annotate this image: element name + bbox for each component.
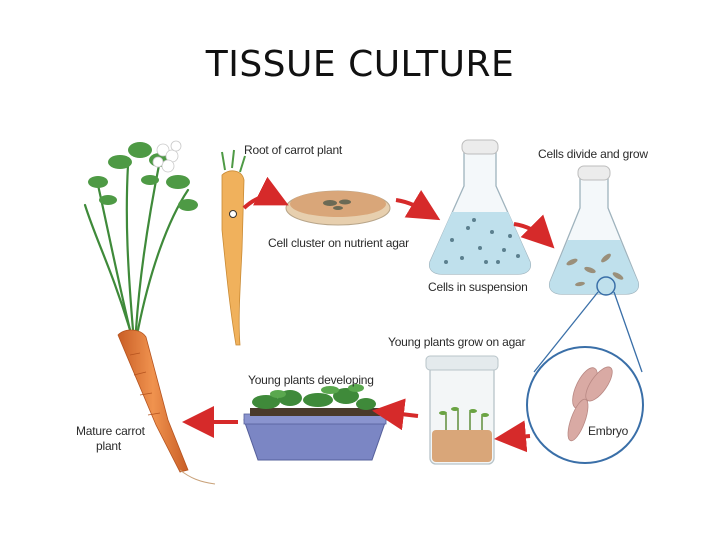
label-suspension: Cells in suspension (428, 280, 528, 294)
label-mature-line2: plant (96, 439, 122, 453)
page-title: TISSUE CULTURE (205, 44, 515, 85)
arrow-root-to-dish (242, 176, 289, 210)
label-embryo: Embryo (588, 424, 629, 438)
arrow-suspension-to-divide (513, 214, 555, 249)
arrow-dish-to-suspension (395, 189, 441, 221)
mature-carrot-plant (83, 140, 216, 485)
label-root: Root of carrot plant (244, 143, 343, 157)
jar-young-plants (425, 355, 499, 465)
label-young-agar: Young plants grow on agar (388, 335, 526, 349)
petri-dish (285, 190, 391, 226)
arrow-jar-to-tray (372, 398, 419, 431)
flask-suspension (428, 139, 532, 275)
tray-young-plants (243, 384, 387, 461)
label-divide-grow: Cells divide and grow (538, 147, 648, 161)
arrow-embryo-to-jar (494, 420, 531, 453)
flask-divide-grow (548, 165, 640, 296)
carrot-root (221, 149, 246, 346)
label-developing: Young plants developing (248, 373, 374, 387)
label-mature-line1: Mature carrot (76, 424, 145, 438)
embryo-zoom (526, 291, 644, 464)
label-cell-cluster: Cell cluster on nutrient agar (268, 236, 409, 250)
process-arrows (182, 176, 555, 453)
